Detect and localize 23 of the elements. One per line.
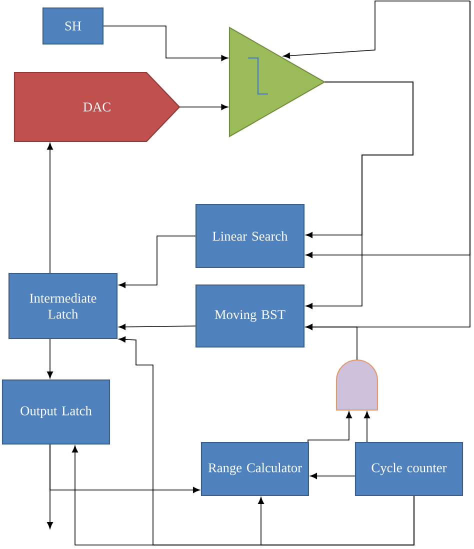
process-box: Range Calculator (200, 442, 310, 496)
process-box: Linear Search (195, 204, 305, 268)
arrow (179, 104, 228, 110)
arrow (306, 82, 414, 309)
arrow (306, 324, 358, 360)
arrow (118, 236, 196, 288)
arrow (364, 411, 370, 442)
and-gate (336, 359, 378, 411)
process-box: SH (42, 7, 104, 45)
process-box: Output Latch (2, 379, 110, 445)
arrow (118, 324, 196, 330)
process-box: Moving BST (195, 284, 305, 348)
arrow (308, 411, 352, 442)
arrow (47, 142, 53, 274)
arrow (283, 0, 470, 59)
process-box: Cycle counter (354, 442, 464, 496)
arrow (118, 336, 414, 546)
arrow (310, 473, 356, 479)
arrow (47, 338, 53, 378)
dac-block: DAC (14, 72, 180, 142)
arrow (47, 444, 53, 529)
arrow (103, 26, 228, 61)
process-box: Intermediate Latch (8, 272, 118, 340)
